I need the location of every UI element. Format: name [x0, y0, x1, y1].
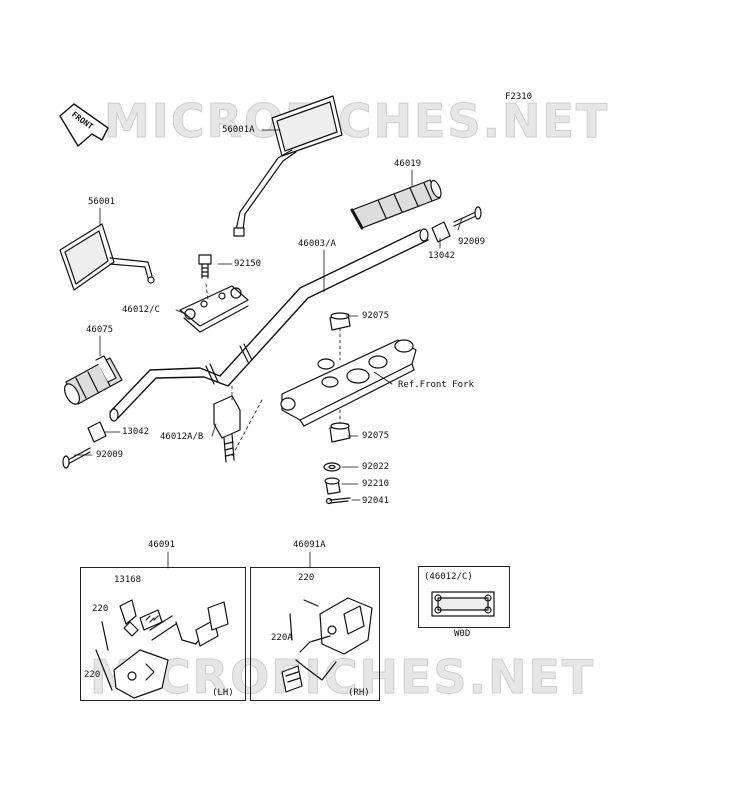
switch-lh — [95, 599, 229, 699]
label-92075-upper: 92075 — [362, 311, 390, 321]
cap-right — [431, 221, 451, 243]
label-46091: 46091 — [148, 540, 176, 550]
label-92041: 92041 — [362, 496, 390, 506]
label-220A: 220A — [271, 633, 293, 643]
label-92210: 92210 — [362, 479, 390, 489]
leader-lines — [73, 129, 463, 569]
label-92075-lower: 92075 — [362, 431, 390, 441]
label-46019: 46019 — [394, 159, 422, 169]
label-46003A: 46003/A — [298, 239, 336, 249]
cotter-pin — [325, 497, 351, 505]
label-ref-front-fork: Ref.Front Fork — [398, 380, 474, 390]
label-92150: 92150 — [234, 259, 262, 269]
bolt-top — [198, 254, 212, 279]
inset-holder — [431, 591, 495, 617]
label-13042-left: 13042 — [122, 427, 150, 437]
switch-lh-box — [80, 567, 246, 701]
label-56001A: 56001A — [222, 125, 255, 135]
label-46075: 46075 — [86, 325, 114, 335]
label-lh: (LH) — [212, 688, 234, 698]
watermark-bottom: MICROFICHES.NET — [89, 650, 596, 704]
bushing-lower — [329, 422, 351, 443]
label-13042-right: 13042 — [428, 251, 456, 261]
label-w0d: W0D — [454, 629, 471, 639]
front-arrow-icon — [59, 103, 109, 147]
label-46012AB: 46012A/B — [160, 432, 204, 442]
holder-lower — [213, 395, 241, 463]
inset-box — [418, 566, 510, 628]
label-92009-right: 92009 — [458, 237, 486, 247]
holder-upper — [179, 285, 249, 333]
switch-rh — [281, 597, 373, 693]
weight-end-left — [62, 447, 91, 469]
label-92022: 92022 — [362, 462, 390, 472]
diagram-code: F2310 — [505, 92, 533, 102]
watermark-top: MICROFICHES.NET — [103, 94, 610, 148]
grip-left — [64, 355, 123, 405]
weight-end-right — [453, 206, 482, 227]
label-46091A: 46091A — [293, 540, 326, 550]
mirror-left — [59, 223, 155, 291]
label-46012C: 46012/C — [122, 305, 160, 315]
label-13168: 13168 — [114, 575, 142, 585]
label-92009-left: 92009 — [96, 450, 124, 460]
label-56001: 56001 — [88, 197, 116, 207]
triple-clamp — [280, 339, 417, 427]
label-rh: (RH) — [348, 688, 370, 698]
handlebar — [109, 228, 429, 422]
collar — [324, 477, 341, 495]
switch-rh-box — [250, 567, 380, 701]
cap-left — [87, 421, 107, 443]
grip-right — [350, 179, 442, 230]
label-220-lh-2: 220 — [84, 670, 101, 680]
label-220-rh-1: 220 — [298, 573, 315, 583]
label-220-lh-1: 220 — [92, 604, 109, 614]
bushing-upper — [329, 312, 351, 331]
mirror-right — [233, 95, 343, 237]
washer — [323, 462, 341, 472]
label-inset-title: (46012/C) — [424, 572, 473, 582]
